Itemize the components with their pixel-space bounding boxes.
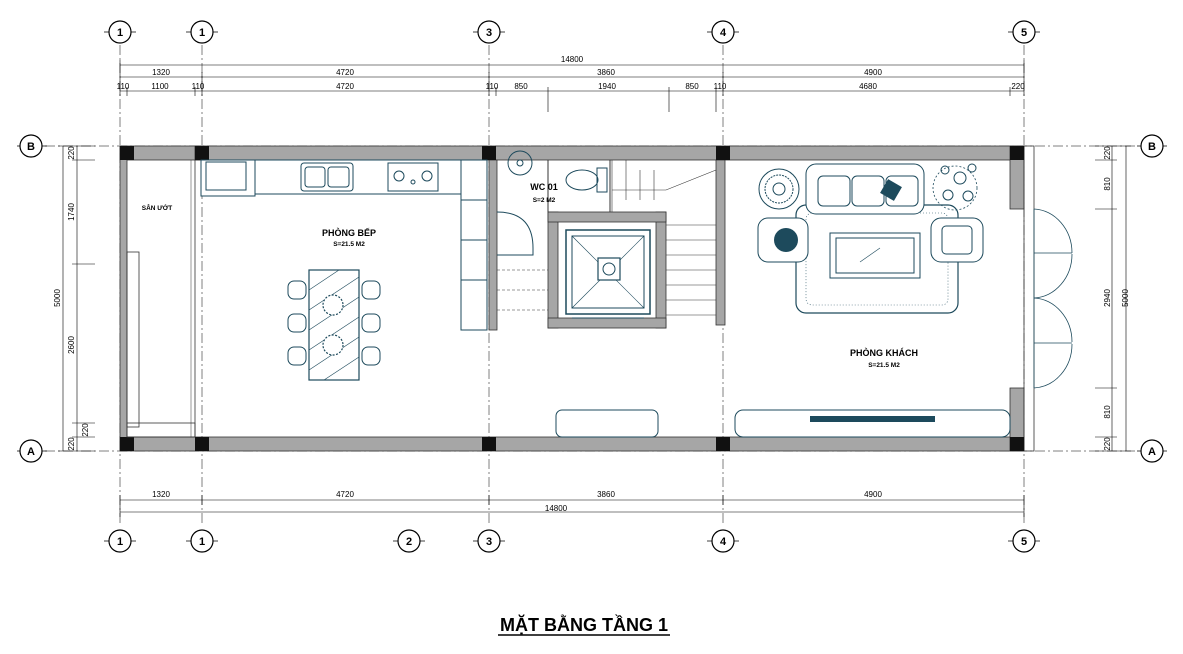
top-detail-dim: 850 <box>685 82 699 91</box>
wet-yard-label: SÂN ƯỚT <box>142 203 172 212</box>
sofa <box>805 163 925 215</box>
grid-bubble-row: B <box>17 134 47 158</box>
bench <box>555 409 659 438</box>
bottom-dimensions: 1320 4720 3860 4900 14800 <box>119 490 1025 517</box>
bottom-total-dim: 14800 <box>545 504 568 513</box>
svg-text:4: 4 <box>720 536 727 548</box>
grid-bubble-bottom: 4 <box>707 529 739 553</box>
top-bay-dim: 1320 <box>152 68 170 77</box>
grid-bubble-bottom: 1 <box>104 529 136 553</box>
right-detail-dim: 220 <box>1103 146 1112 160</box>
top-bay-dim: 4720 <box>336 68 354 77</box>
elevator <box>565 229 651 319</box>
svg-text:A: A <box>27 446 35 458</box>
right-detail-dim: 2940 <box>1103 289 1112 307</box>
dining-chairs <box>287 280 381 366</box>
svg-text:4: 4 <box>720 27 727 39</box>
left-detail-dim: 220 <box>81 423 90 437</box>
top-detail-dim: 110 <box>486 82 499 91</box>
top-detail-dim: 4680 <box>859 82 877 91</box>
top-detail-dim: 850 <box>514 82 528 91</box>
dining-table <box>308 269 360 381</box>
left-detail-dim: 2600 <box>67 336 76 354</box>
bottom-bay-dim: 4900 <box>864 490 882 499</box>
right-detail-dim: 810 <box>1103 405 1112 419</box>
left-dimensions: 5000 220 1740 2600 220 220 <box>53 145 95 452</box>
kitchen-area: S=21.5 M2 <box>333 241 365 248</box>
svg-text:B: B <box>1148 141 1156 153</box>
grid-bubble-top: 1 <box>104 20 136 44</box>
svg-text:1: 1 <box>199 27 205 39</box>
left-detail-dim: 1740 <box>67 203 76 221</box>
wet-yard: SÂN ƯỚT <box>126 160 196 438</box>
top-detail-dim: 220 <box>1011 82 1025 91</box>
top-bay-dim: 3860 <box>597 68 615 77</box>
side-table <box>758 168 800 210</box>
right-dimensions: 220 810 2940 810 220 5000 <box>1095 145 1131 452</box>
grid-bubbles: 1 1 3 4 5 1 1 2 <box>17 20 1167 553</box>
grid-bubble-top: 1 <box>186 20 218 44</box>
right-detail-dim: 810 <box>1103 177 1112 191</box>
svg-text:3: 3 <box>486 27 492 39</box>
grid-bubble-top: 5 <box>1008 20 1040 44</box>
grid-bubble-row: A <box>17 439 47 463</box>
grid-bubble-bottom: 5 <box>1008 529 1040 553</box>
stairs <box>497 160 717 316</box>
drawing-title: MẶT BẰNG TẦNG 1 <box>500 614 668 635</box>
top-detail-dim: 1100 <box>151 82 169 91</box>
grid-bubble-bottom: 1 <box>186 529 218 553</box>
wc-label: WC 01 <box>530 182 558 192</box>
svg-text:3: 3 <box>486 536 492 548</box>
top-detail-dim: 110 <box>714 82 727 91</box>
armchairs <box>757 217 984 263</box>
coffee-table <box>829 232 921 279</box>
top-detail-dim: 110 <box>117 82 130 91</box>
wc-fixtures <box>496 150 611 256</box>
grid-bubble-row: B <box>1137 134 1167 158</box>
grid-bubble-top: 3 <box>473 20 505 44</box>
top-total-dim: 14800 <box>561 55 584 64</box>
svg-text:5: 5 <box>1021 27 1027 39</box>
left-detail-dim: 220 <box>67 437 76 451</box>
top-detail-dim: 110 <box>192 82 205 91</box>
bottom-bay-dim: 4720 <box>336 490 354 499</box>
bottom-bay-dim: 1320 <box>152 490 170 499</box>
left-total-dim: 5000 <box>53 289 62 307</box>
entrance-doors <box>1033 208 1073 389</box>
svg-text:2: 2 <box>406 536 412 548</box>
kitchen-counter <box>200 159 488 331</box>
grid-bubble-bottom: 3 <box>473 529 505 553</box>
left-detail-dim: 220 <box>67 146 76 160</box>
svg-text:1: 1 <box>117 27 123 39</box>
right-detail-dim: 220 <box>1103 437 1112 451</box>
tv-cabinet <box>734 409 1011 438</box>
living-area: S=21.5 M2 <box>868 362 900 369</box>
grid-bubble-bottom: 2 <box>393 529 425 553</box>
svg-text:A: A <box>1148 446 1156 458</box>
top-detail-dim: 1940 <box>598 82 616 91</box>
plant <box>932 163 978 211</box>
svg-text:B: B <box>27 141 35 153</box>
svg-text:1: 1 <box>199 536 205 548</box>
top-dimensions: 14800 1320 4720 3860 4900 110 1100 110 4… <box>117 55 1025 112</box>
svg-text:5: 5 <box>1021 536 1027 548</box>
kitchen-label: PHÒNG BẾP <box>322 227 376 238</box>
living-label: PHÒNG KHÁCH <box>850 347 918 358</box>
top-detail-dim: 4720 <box>336 82 354 91</box>
wc-area: S=2 M2 <box>533 197 556 204</box>
right-total-dim: 5000 <box>1121 289 1130 307</box>
columns <box>120 146 1024 451</box>
grid-bubble-row: A <box>1137 439 1167 463</box>
grid-bubble-top: 4 <box>707 20 739 44</box>
svg-text:1: 1 <box>117 536 123 548</box>
top-bay-dim: 4900 <box>864 68 882 77</box>
bottom-bay-dim: 3860 <box>597 490 615 499</box>
